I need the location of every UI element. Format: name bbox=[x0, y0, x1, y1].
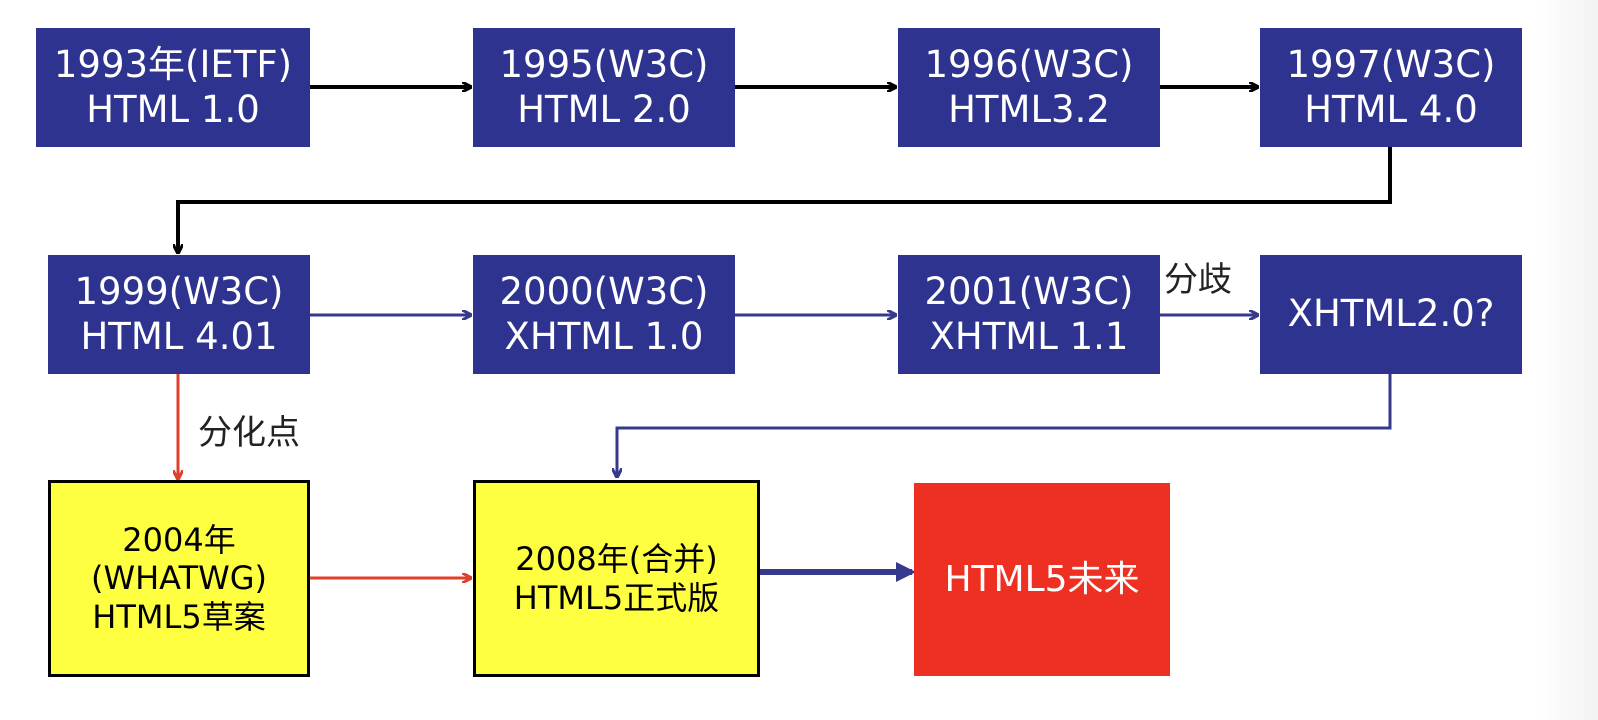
node-html-3-2-year: 1996(W3C) bbox=[924, 43, 1134, 87]
node-html-2-0: 1995(W3C) HTML 2.0 bbox=[473, 28, 735, 147]
node-html5-official-year: 2008年(合并) bbox=[515, 540, 718, 579]
node-html-4-01: 1999(W3C) HTML 4.01 bbox=[48, 255, 310, 374]
node-whatwg-title: HTML5草案 bbox=[92, 597, 266, 636]
node-html5-official: 2008年(合并) HTML5正式版 bbox=[473, 480, 760, 677]
node-html5-future-label: HTML5未来 bbox=[944, 558, 1140, 600]
node-whatwg-draft: 2004年 (WHATWG) HTML5草案 bbox=[48, 480, 310, 677]
node-html-4-0-year: 1997(W3C) bbox=[1286, 43, 1496, 87]
node-xhtml-2-0: XHTML2.0? bbox=[1260, 255, 1522, 374]
node-xhtml-1-1-year: 2001(W3C) bbox=[924, 270, 1134, 314]
arrow-xhtml20-to-html5-official bbox=[617, 374, 1392, 476]
node-xhtml-1-0-year: 2000(W3C) bbox=[499, 270, 709, 314]
node-xhtml-1-0-version: XHTML 1.0 bbox=[504, 314, 704, 358]
node-html-2-0-version: HTML 2.0 bbox=[517, 87, 691, 131]
node-whatwg-org: (WHATWG) bbox=[90, 559, 268, 598]
node-html-4-01-year: 1999(W3C) bbox=[74, 270, 284, 314]
node-html-4-0-version: HTML 4.0 bbox=[1304, 87, 1478, 131]
page-edge-shade bbox=[1540, 0, 1598, 720]
node-html-3-2: 1996(W3C) HTML3.2 bbox=[898, 28, 1160, 147]
node-html-1-0-version: HTML 1.0 bbox=[86, 87, 260, 131]
node-xhtml-1-0: 2000(W3C) XHTML 1.0 bbox=[473, 255, 735, 374]
node-html5-future: HTML5未来 bbox=[914, 483, 1170, 676]
node-html-3-2-version: HTML3.2 bbox=[948, 87, 1110, 131]
node-html5-official-title: HTML5正式版 bbox=[513, 578, 720, 617]
node-whatwg-year: 2004年 bbox=[122, 520, 236, 559]
node-xhtml-2-0-label: XHTML2.0? bbox=[1287, 292, 1495, 336]
node-xhtml-1-1-version: XHTML 1.1 bbox=[929, 314, 1129, 358]
node-html-1-0-year: 1993年(IETF) bbox=[53, 43, 293, 87]
node-html-2-0-year: 1995(W3C) bbox=[499, 43, 709, 87]
node-html-1-0: 1993年(IETF) HTML 1.0 bbox=[36, 28, 310, 147]
arrow-html40-to-html401 bbox=[178, 147, 1392, 252]
label-fork: 分歧 bbox=[1164, 260, 1232, 300]
node-html-4-01-version: HTML 4.01 bbox=[80, 314, 278, 358]
label-divergence-point: 分化点 bbox=[198, 413, 300, 453]
node-xhtml-1-1: 2001(W3C) XHTML 1.1 bbox=[898, 255, 1160, 374]
node-html-4-0: 1997(W3C) HTML 4.0 bbox=[1260, 28, 1522, 147]
